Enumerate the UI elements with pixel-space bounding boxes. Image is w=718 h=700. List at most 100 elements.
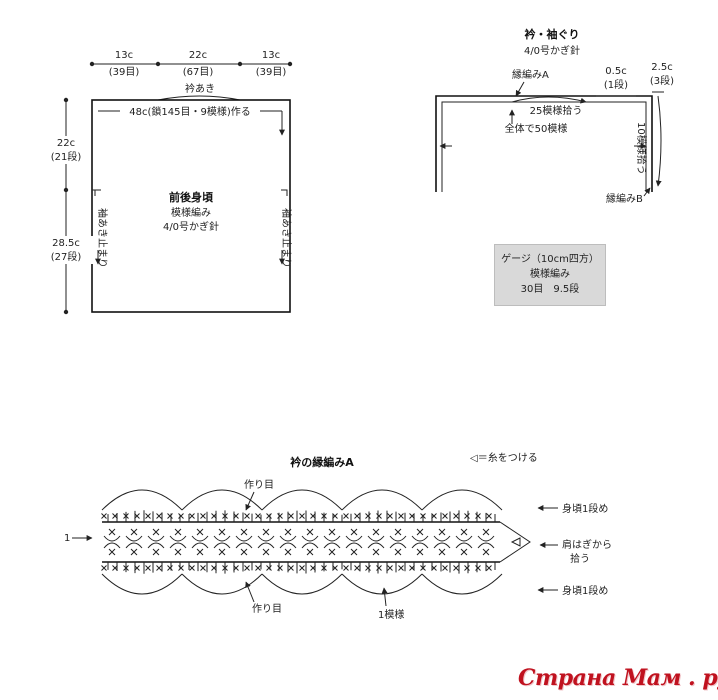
sc-stitch bbox=[460, 548, 468, 556]
sc-stitch bbox=[431, 513, 437, 519]
sc-stitch bbox=[233, 513, 239, 519]
sc-stitch bbox=[409, 513, 415, 519]
gauge-title: ゲージ（10cm四方） bbox=[501, 254, 599, 265]
chain-label: 48c(鎖145目・9模様)作る bbox=[129, 105, 250, 118]
gauge-box: ゲージ（10cm四方） 模様編み 30目 9.5段 bbox=[494, 244, 606, 306]
collar-sleeve-panel: 衿・袖ぐり 4/0号かぎ針 縁編みA 25模様拾う 全体で50模様 0.5c (… bbox=[435, 27, 674, 205]
sc-stitch bbox=[156, 565, 162, 571]
chain-loop-mid bbox=[257, 535, 275, 542]
shoulder-label-2: 拾う bbox=[570, 552, 590, 565]
sc-stitch bbox=[200, 513, 206, 519]
chain-loop-mid bbox=[125, 535, 143, 542]
chain-loop-mid bbox=[103, 542, 121, 549]
left-dim-bg bbox=[38, 236, 94, 264]
start-chain-top-arrow bbox=[245, 491, 255, 511]
armhole-stop-right: 袖あき止まり bbox=[280, 208, 293, 268]
row1-bottom-label: 身頃1段め bbox=[562, 584, 608, 597]
sc-stitch bbox=[453, 513, 459, 519]
chain-loop-mid bbox=[411, 535, 429, 542]
sc-stitch bbox=[196, 548, 204, 556]
chain-loop-mid bbox=[213, 535, 231, 542]
sc-stitch bbox=[398, 513, 404, 519]
sc-stitch bbox=[365, 565, 371, 571]
sc-stitch bbox=[438, 548, 446, 556]
dim-05-cm: 0.5c bbox=[605, 66, 626, 77]
sc-stitch bbox=[189, 565, 195, 571]
sc-stitch bbox=[350, 548, 358, 556]
sc-stitch bbox=[442, 565, 448, 571]
sc-stitch bbox=[123, 513, 129, 519]
panel-title: 前後身頃 bbox=[169, 190, 214, 204]
left-dim-1-cm: 22c bbox=[57, 138, 75, 149]
top-dim-2-rows: (67目) bbox=[183, 67, 214, 78]
chain-loop-mid bbox=[345, 542, 363, 549]
site-watermark: Страна Мам . ру bbox=[516, 658, 718, 698]
chart-stitch-marks bbox=[101, 489, 521, 595]
sc-stitch bbox=[398, 565, 404, 571]
chain-loop-mid bbox=[235, 535, 253, 542]
dim-25-rows: (3段) bbox=[650, 74, 674, 87]
chain-loop-mid bbox=[257, 542, 275, 549]
armhole-hook-right bbox=[281, 189, 288, 196]
sc-stitch bbox=[218, 548, 226, 556]
watermark-text: Страна Мам . ру bbox=[518, 665, 718, 691]
chain-loop-mid bbox=[279, 535, 297, 542]
sc-stitch bbox=[288, 565, 294, 571]
sc-stitch bbox=[145, 565, 151, 571]
chain-loop-mid bbox=[411, 542, 429, 549]
sc-stitch bbox=[482, 548, 490, 556]
row-marker: 1 bbox=[64, 533, 70, 544]
sc-stitch bbox=[284, 548, 292, 556]
collar-sleeve-title: 衿・袖ぐり bbox=[525, 27, 580, 41]
dim-05-rows: (1段) bbox=[604, 78, 628, 91]
sc-stitch bbox=[174, 528, 182, 536]
sc-stitch bbox=[306, 548, 314, 556]
sc-stitch bbox=[277, 565, 283, 571]
chain-arc-top bbox=[101, 489, 183, 511]
sc-stitch bbox=[416, 548, 424, 556]
gauge-pattern: 模様編み bbox=[530, 269, 570, 280]
chain-arc-top bbox=[261, 489, 343, 511]
sc-stitch bbox=[475, 565, 481, 571]
chain-loop-mid bbox=[169, 542, 187, 549]
chain-loop-mid bbox=[279, 542, 297, 549]
chain-arc-top bbox=[341, 489, 423, 511]
sc-stitch bbox=[321, 513, 327, 519]
panel-pattern: 模様編み bbox=[171, 206, 211, 219]
sc-stitch bbox=[178, 565, 184, 571]
chain-loop-mid bbox=[235, 542, 253, 549]
chain-loop-mid bbox=[191, 542, 209, 549]
pickup-10-label: 10模様拾う bbox=[635, 122, 648, 175]
sc-stitch bbox=[416, 528, 424, 536]
sc-stitch bbox=[394, 548, 402, 556]
body-panel: 13c (39目) 22c (67目) 13c (39目) 衿あき 48c(鎖1… bbox=[38, 50, 293, 315]
left-dim-2-rows: (27段) bbox=[51, 250, 82, 263]
sc-stitch bbox=[112, 513, 118, 519]
sc-stitch bbox=[310, 513, 316, 519]
sc-stitch bbox=[262, 548, 270, 556]
sc-stitch bbox=[343, 513, 349, 519]
chain-arc-bottom bbox=[101, 573, 183, 595]
sc-stitch bbox=[108, 548, 116, 556]
one-repeat-arrow bbox=[381, 587, 388, 607]
chain-loop-mid bbox=[367, 535, 385, 542]
sc-stitch bbox=[244, 513, 250, 519]
sc-stitch bbox=[222, 513, 228, 519]
chain-loop-mid bbox=[323, 542, 341, 549]
chain-loop-mid bbox=[169, 535, 187, 542]
sc-stitch bbox=[156, 513, 162, 519]
dim-dot bbox=[89, 61, 95, 67]
dim-dot bbox=[155, 61, 161, 67]
sc-stitch bbox=[189, 513, 195, 519]
chain-label-bg bbox=[120, 104, 260, 118]
edging-a-arrow bbox=[515, 81, 525, 97]
sc-stitch bbox=[486, 565, 492, 571]
edging-a-label: 縁編みA bbox=[512, 68, 549, 81]
sc-stitch bbox=[284, 528, 292, 536]
pickup-25-label: 25模様拾う bbox=[530, 104, 583, 117]
chain-arc-bottom bbox=[421, 573, 503, 595]
dim-dot bbox=[287, 61, 293, 67]
chain-loop-mid bbox=[125, 542, 143, 549]
start-chain-bottom: 作り目 bbox=[252, 603, 282, 615]
